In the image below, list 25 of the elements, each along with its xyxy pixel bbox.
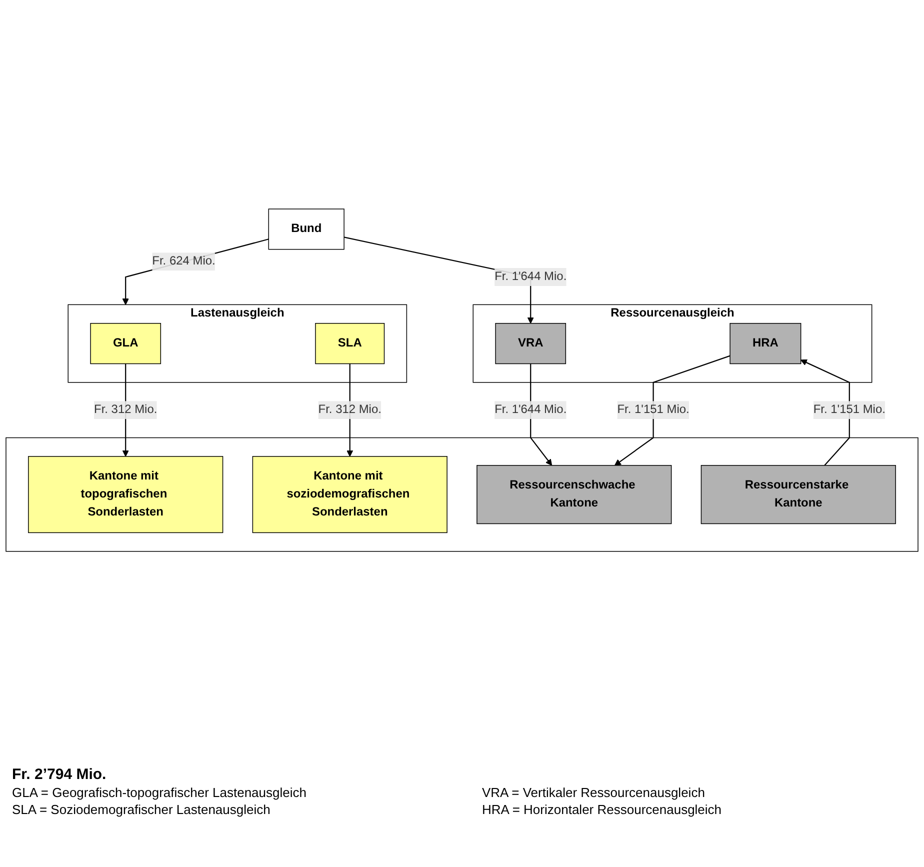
- edge-label: Fr. 312 Mio.: [318, 403, 382, 416]
- edge-label: Fr. 1'644 Mio.: [494, 270, 567, 283]
- arrow: [800, 359, 850, 466]
- amount-label: Fr. 2’794 Mio.: [12, 766, 108, 783]
- abbreviation-note: VRA = Vertikaler Ressourcenausgleich: [482, 785, 706, 800]
- node-box: Bund: [268, 208, 344, 250]
- edge-label: Fr. 624 Mio.: [152, 254, 216, 268]
- arrow: [614, 355, 730, 466]
- node-box: HRA: [730, 322, 802, 364]
- edge-label: Fr. 312 Mio.: [94, 403, 158, 416]
- abbreviation-note: HRA = Horizontaler Ressourcenausgleich: [482, 802, 723, 817]
- node-box: Ressourcenschwache Kantone: [476, 464, 672, 524]
- node-box: GLA: [90, 322, 162, 364]
- cluster: [6, 437, 918, 552]
- node-box: Ressourcenstarke Kantone: [700, 464, 896, 524]
- edge-label: Fr. 1'644 Mio.: [494, 403, 567, 416]
- arrow: [122, 238, 269, 305]
- edge-label: Fr. 1'151 Mio.: [617, 403, 690, 416]
- node-box: SLA: [315, 322, 385, 364]
- edge-label: Fr. 1'151 Mio.: [813, 403, 886, 416]
- abbreviation-note: SLA = Soziodemografischer Lastenausgleich: [12, 802, 272, 817]
- node-box: Kantone mit soziodemografischen Sonderlasten: [252, 456, 448, 533]
- abbreviation-note: GLA = Geografisch-topografischer Lastenausgleich: [12, 785, 308, 800]
- node-box: VRA: [495, 322, 566, 364]
- node-box: Kantone mit topografischen Sonderlasten: [28, 456, 224, 533]
